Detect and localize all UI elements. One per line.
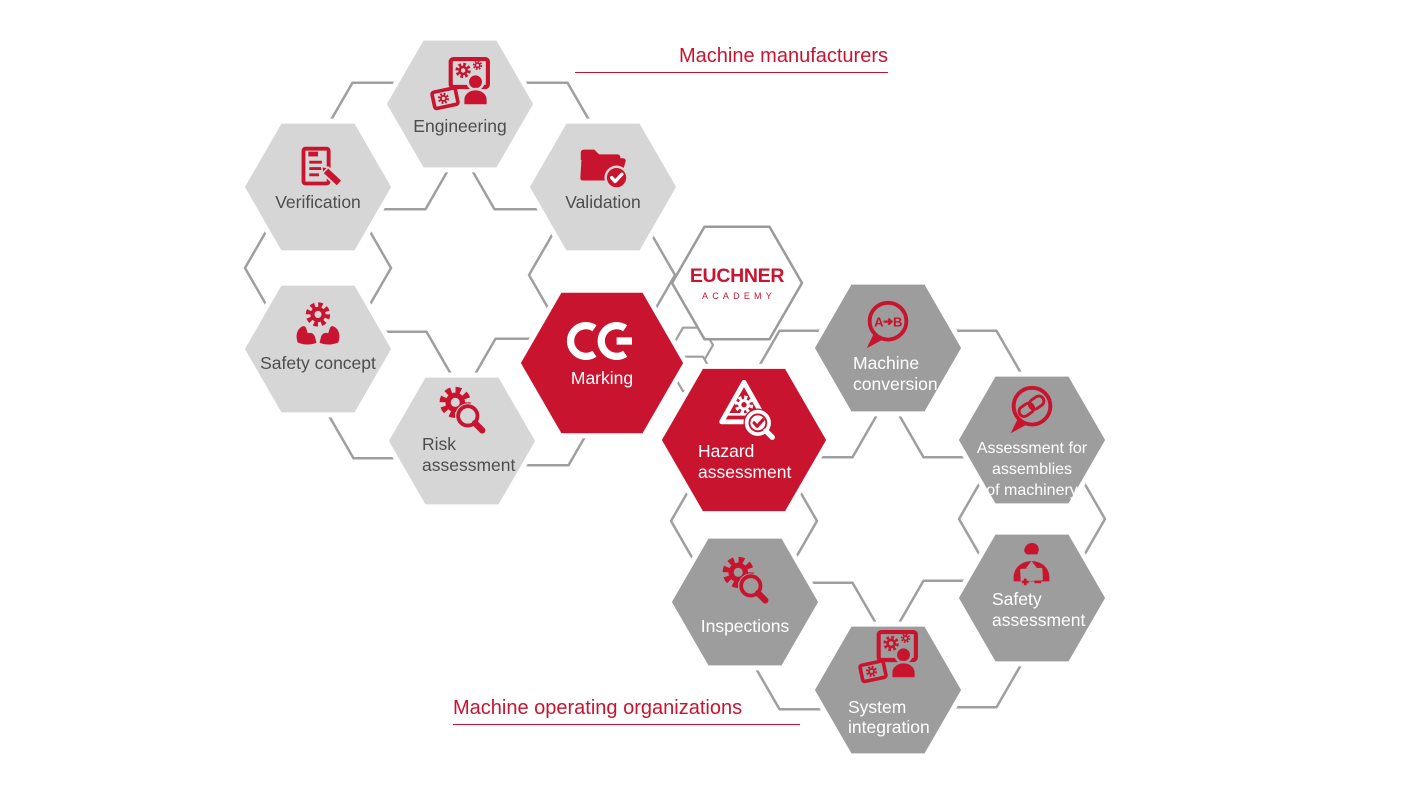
safety-concept-label: Safety concept [260, 353, 376, 373]
hexagon-inspections: Inspections [666, 533, 824, 671]
safety-assessment-label: Safety [992, 589, 1042, 609]
ce-marking-shape [515, 287, 689, 439]
engineering-shape [381, 35, 539, 173]
hexagon-validation: Validation [524, 118, 682, 256]
assemblies-assessment-label: assemblies [992, 461, 1072, 478]
euchner-academy-subtext: ACADEMY [702, 291, 776, 301]
machine-conversion-label: conversion [853, 374, 938, 394]
hazard-assessment-label: Hazard [698, 441, 754, 461]
risk-assessment-label: Risk [422, 434, 456, 454]
euchner-academy-hexagon: EUCHNER ACADEMY [670, 225, 804, 341]
engineering-label: Engineering [413, 116, 506, 136]
validation-shape [524, 118, 682, 256]
inspections-label: Inspections [701, 616, 790, 636]
hazard-assessment-label: assessment [698, 462, 792, 482]
ce-marking-label: Marking [571, 368, 633, 388]
hexagon-verification: Verification [239, 118, 397, 256]
verification-label: Verification [275, 192, 361, 212]
safety-assessment-label: assessment [992, 610, 1086, 630]
validation-label: Validation [565, 192, 641, 212]
safety-assessment-shape [953, 529, 1111, 667]
system-integration-label: integration [848, 717, 930, 737]
assemblies-assessment-label: Assessment for [977, 440, 1088, 457]
risk-assessment-label: assessment [422, 455, 516, 475]
hexagon-safety-concept: Safety concept [239, 280, 397, 418]
euchner-logo-text: EUCHNER [690, 265, 785, 287]
manufacturers-ring-title: Machine manufacturers [575, 46, 888, 73]
safety-concept-shape [239, 280, 397, 418]
hexagon-ce-marking: Marking [515, 287, 689, 439]
hexagon-assemblies-assessment: Assessment for assemblies of machinery [953, 371, 1111, 509]
hazard-assessment-shape [656, 363, 832, 517]
hexagon-engineering: Engineering [381, 35, 539, 173]
verification-shape [239, 118, 397, 256]
euchner-hexagon-shape [670, 225, 804, 341]
inspections-shape [666, 533, 824, 671]
machine-conversion-label: Machine [853, 353, 919, 373]
operators-ring-title: Machine operating organizations [453, 698, 800, 725]
system-integration-shape [809, 621, 967, 759]
assemblies-assessment-label: of machinery [986, 482, 1078, 499]
machine-conversion-shape [809, 279, 967, 417]
risk-assessment-shape [383, 372, 541, 510]
assemblies-assessment-shape [953, 371, 1111, 509]
system-integration-label: System [848, 697, 906, 717]
